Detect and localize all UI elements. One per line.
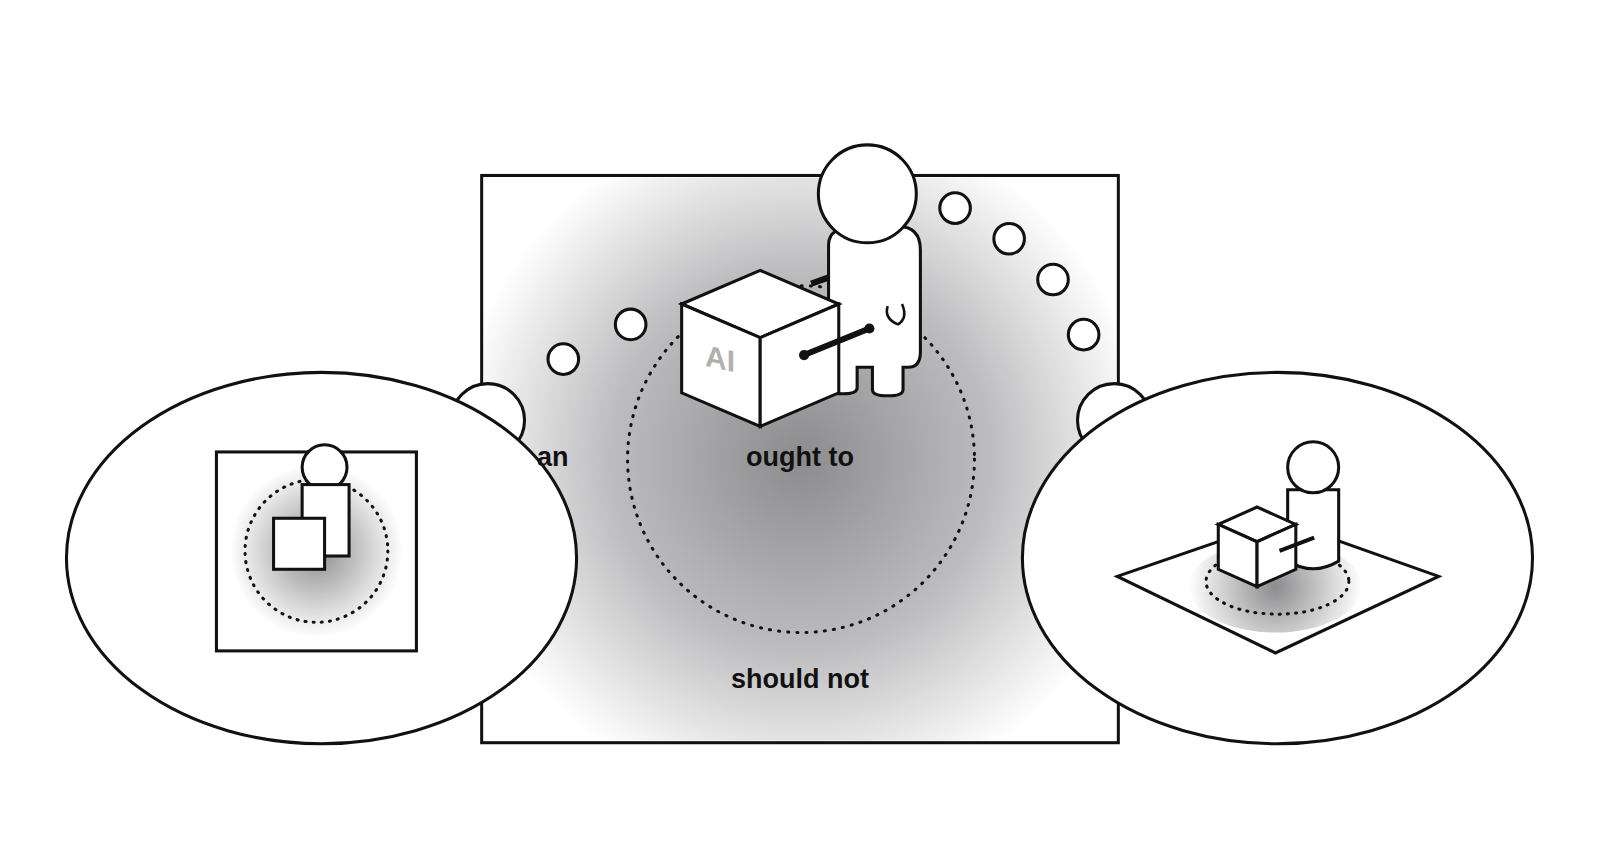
label: ought to	[746, 444, 854, 471]
label: should not	[731, 666, 869, 693]
cube-label: AI	[705, 341, 735, 377]
partial-label: an	[537, 444, 569, 471]
